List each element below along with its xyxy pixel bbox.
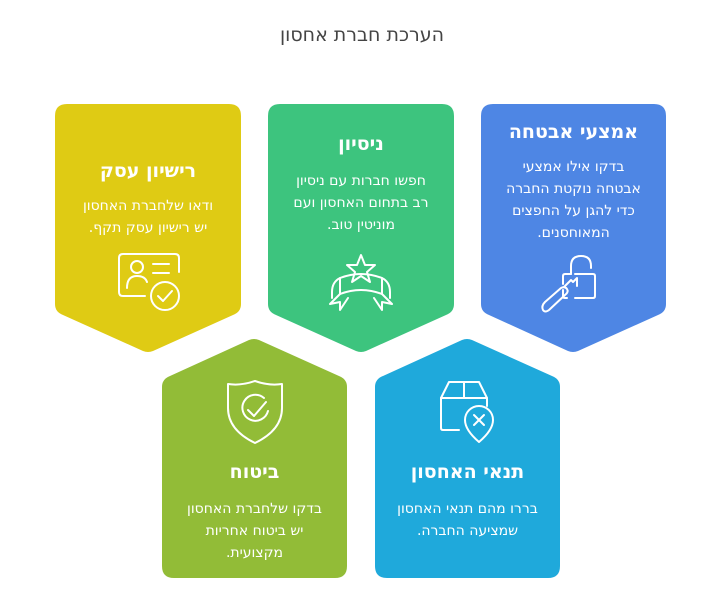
card-storage-terms: תנאי האחסון בררו מהם תנאי האחסון שמציעה … [375,338,560,578]
card-title: תנאי האחסון [410,461,525,483]
card-desc-line: יש רישיון עסק תקף. [88,220,208,236]
card-desc-line: מוניטין טוב. [327,217,395,233]
card-desc-line: כדי להגן על החפצים [512,203,635,219]
card-shape [481,104,666,352]
card-insurance: ביטוח בדקו שלחברת האחסון יש ביטוח אחריות… [162,338,347,578]
card-shape [162,339,347,578]
card-title: אמצעי אבטחה [508,121,639,143]
card-desc-line: יש ביטוח אחריות [205,523,304,539]
card-desc-line: ודאו שלחברת האחסון [82,198,214,214]
card-desc-line: מקצועית. [225,545,284,561]
card-desc-line: בדקו אילו אמצעי [522,159,625,175]
diagram-title: הערכת חברת אחסון [279,24,445,46]
lock-key-icon [541,255,596,313]
id-card-check-icon [118,253,180,311]
card-desc-line: חפשו חברות עם ניסיון [296,173,426,189]
card-business-license: רישיון עסק ודאו שלחברת האחסון יש רישיון … [55,104,241,354]
card-title: ביטוח [229,461,280,483]
card-desc-line: המאוחסנים. [537,225,610,241]
card-security-measures: אמצעי אבטחה בדקו אילו אמצעי אבטחה נוקטת … [481,104,666,354]
card-desc-line: בררו מהם תנאי האחסון [397,501,538,517]
box-cancel-icon [440,381,494,443]
card-shape [55,104,241,352]
card-desc-line: שמציעה החברה. [416,523,519,539]
card-shape [375,339,560,578]
card-desc-line: אבטחה נוקטת החברה [506,181,641,197]
card-shape [268,104,454,352]
shield-check-icon [227,380,283,444]
card-desc-line: בדקו שלחברת האחסון [187,501,322,517]
card-experience: ניסיון חפשו חברות עם ניסיון רב בתחום האח… [268,104,454,354]
card-title: ניסיון [338,133,384,155]
star-ribbon-icon [329,254,393,311]
card-title: רישיון עסק [99,160,197,182]
card-desc-line: רב בתחום האחסון ועם [293,195,429,211]
